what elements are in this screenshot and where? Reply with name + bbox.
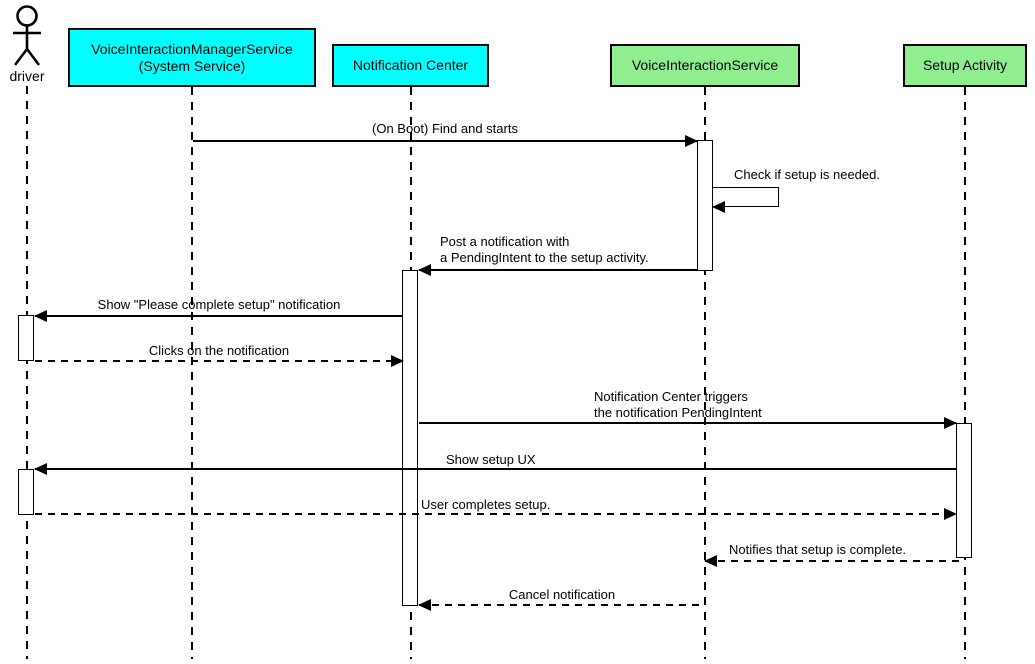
participant-setup-activity: Setup Activity xyxy=(903,44,1027,87)
message-line-show-please-complete-setup xyxy=(34,310,403,322)
message-label-on-boot-find-and-starts: (On Boot) Find and starts xyxy=(372,121,518,136)
arrowhead-icon xyxy=(391,355,404,367)
arrowhead-icon xyxy=(418,599,431,611)
message-label-check-if-setup-is-needed: Check if setup is needed. xyxy=(734,167,880,182)
lifeline-voice-interaction-manager-service xyxy=(191,87,193,659)
arrowhead-icon xyxy=(418,264,431,276)
stick-figure-icon xyxy=(13,5,41,66)
message-label-clicks-on-the-notification: Clicks on the notification xyxy=(148,343,290,358)
activation-bar-voice-interaction-service xyxy=(697,140,713,271)
arrowhead-icon xyxy=(712,201,725,213)
participant-label: VoiceInteractionManagerService (System S… xyxy=(91,40,293,74)
message-label-post-a-notification: Post a notification with a PendingIntent… xyxy=(440,234,649,265)
lifeline-voice-interaction-service xyxy=(704,87,706,659)
message-label-user-completes-setup: User completes setup. xyxy=(421,497,551,512)
participant-label: Notification Center xyxy=(352,57,469,73)
lifeline-driver xyxy=(26,86,28,659)
arrowhead-icon xyxy=(944,508,957,520)
message-label-notifies-setup-complete: Notifies that setup is complete. xyxy=(729,542,907,557)
participant-notification-center: Notification Center xyxy=(332,44,489,87)
actor-label: driver xyxy=(9,68,45,84)
participant-voice-interaction-service: VoiceInteractionService xyxy=(610,44,800,87)
activation-bar-setup-activity xyxy=(956,423,972,558)
message-line-cancel-notification xyxy=(418,599,705,611)
activation-bar-driver-2 xyxy=(18,469,34,515)
message-line-check-if-setup-is-needed xyxy=(712,187,779,213)
message-line-post-a-notification xyxy=(418,264,697,276)
actor-driver: driver xyxy=(0,5,54,84)
arrowhead-icon xyxy=(34,463,47,475)
arrowhead-icon xyxy=(34,310,47,322)
arrowhead-icon xyxy=(685,135,698,147)
arrowhead-icon xyxy=(944,417,957,429)
participant-label: VoiceInteractionService xyxy=(631,57,779,73)
message-line-clicks-on-the-notification xyxy=(35,355,404,367)
activation-bar-notification-center xyxy=(402,270,418,606)
lifeline-setup-activity xyxy=(964,87,966,659)
message-label-show-setup-ux: Show setup UX xyxy=(446,452,536,467)
message-label-triggers-pendingintent: Notification Center triggers the notific… xyxy=(594,389,762,420)
participant-voice-interaction-manager-service: VoiceInteractionManagerService (System S… xyxy=(68,28,316,87)
message-label-cancel-notification: Cancel notification xyxy=(508,587,616,602)
participant-label: Setup Activity xyxy=(922,57,1008,73)
message-label-show-please-complete-setup: Show "Please complete setup" notificatio… xyxy=(97,297,341,312)
message-line-on-boot-find-and-starts xyxy=(193,135,698,147)
arrowhead-icon xyxy=(704,555,717,567)
message-line-notifies-setup-complete xyxy=(704,555,965,567)
message-line-show-setup-ux xyxy=(34,463,956,475)
activation-bar-driver-1 xyxy=(18,315,34,361)
message-line-triggers-pendingintent xyxy=(419,417,957,429)
message-line-user-completes-setup xyxy=(35,508,957,520)
